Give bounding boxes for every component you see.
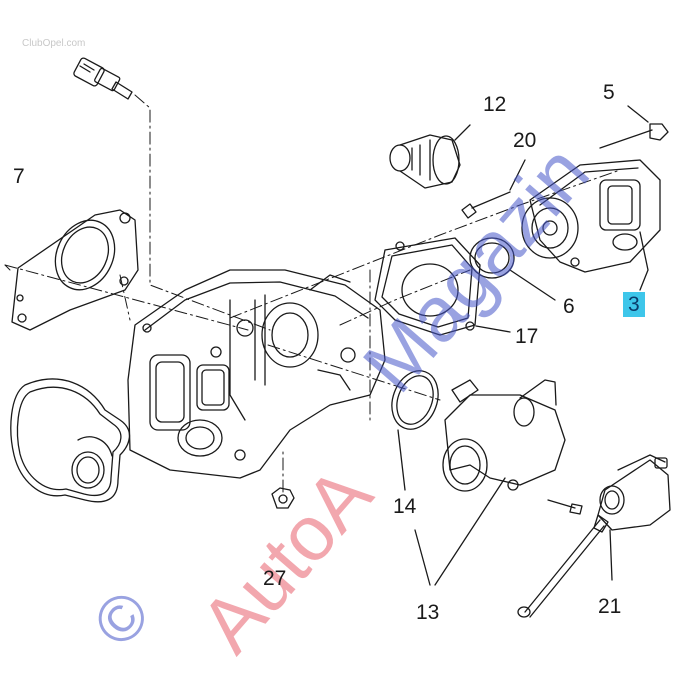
callout-14: 14 (393, 495, 417, 518)
part-3-thermostat (521, 159, 661, 291)
callout-20: 20 (513, 129, 537, 152)
part-17-gasket (374, 237, 511, 336)
part-21-actuator (517, 454, 671, 618)
callout-12: 12 (483, 93, 507, 116)
part-6-o-ring (469, 237, 556, 301)
callout-27: 27 (263, 567, 287, 590)
part-12-fitting (389, 124, 471, 189)
part-7-gasket (11, 209, 139, 331)
callout-5: 5 (603, 81, 615, 104)
part-14-o-ring (391, 370, 439, 491)
large-seal-gasket (10, 378, 131, 503)
part-27-nut (271, 487, 295, 509)
callout-17: 17 (515, 325, 539, 348)
main-housing (127, 269, 386, 479)
part-13-outlet-housing (414, 379, 583, 586)
callout-6: 6 (563, 295, 575, 318)
part-5-bolt (599, 105, 669, 149)
callout-3: 3 (623, 292, 645, 317)
temperature-sensor (73, 57, 133, 100)
callout-13: 13 (416, 601, 440, 624)
callout-7: 7 (13, 165, 25, 188)
callout-21: 21 (598, 595, 622, 618)
part-20-bolt (461, 159, 526, 219)
assembly-axis-lines (4, 94, 621, 493)
